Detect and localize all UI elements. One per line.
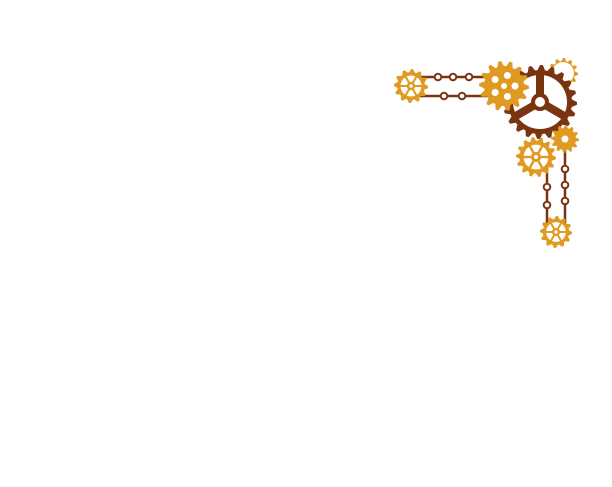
chain-link <box>433 72 443 82</box>
chain-link <box>560 164 570 174</box>
big-gold-gear-hole <box>503 72 511 80</box>
chain-link <box>542 200 552 210</box>
bottom-gold-gear-icon-axle <box>554 230 558 234</box>
chain-link <box>439 91 449 101</box>
big-gold-gear-hole <box>503 92 511 100</box>
chain-link <box>464 72 474 82</box>
chain-link <box>560 196 570 206</box>
big-gold-gear-hole <box>491 76 499 84</box>
left-gold-gear-icon-axle <box>409 84 413 88</box>
big-gold-gear-hole <box>491 88 499 96</box>
chain-link <box>542 182 552 192</box>
chain-link <box>457 91 467 101</box>
big-gold-gear-hole <box>511 82 519 90</box>
big-gold-gear-axle <box>501 83 507 89</box>
middle-gold-gear-icon-axle <box>534 155 538 159</box>
chain-link <box>560 180 570 190</box>
brown-gear-axle <box>535 97 545 107</box>
chain-link <box>448 72 458 82</box>
small-gold-gear-axle <box>561 135 569 143</box>
